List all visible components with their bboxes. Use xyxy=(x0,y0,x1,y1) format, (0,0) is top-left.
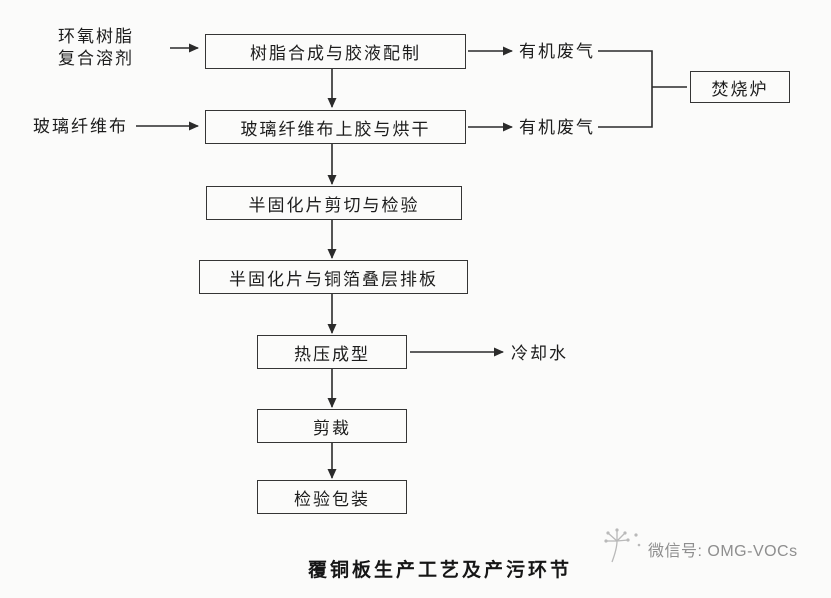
node-resin-synthesis: 树脂合成与胶液配制 xyxy=(205,34,466,69)
input-epoxy-line1: 环氧树脂 xyxy=(58,27,134,46)
input-epoxy-line2: 复合溶剂 xyxy=(58,49,134,68)
connector-wastegas2-to-incinerator xyxy=(598,87,653,128)
emission-organic-waste-gas-1: 有机废气 xyxy=(519,42,595,61)
node-cloth-gluing-drying: 玻璃纤维布上胶与烘干 xyxy=(205,110,466,144)
emission-cooling-water: 冷却水 xyxy=(511,344,568,363)
node-trimming: 剪裁 xyxy=(257,409,407,443)
watermark-text: 微信号: OMG-VOCs xyxy=(648,543,798,560)
node-inspect-packaging: 检验包装 xyxy=(257,480,407,514)
dandelion-logo-icon xyxy=(604,528,641,563)
emission-organic-waste-gas-2: 有机废气 xyxy=(519,118,595,137)
diagram-caption: 覆铜板生产工艺及产污环节 xyxy=(307,560,572,581)
node-prepreg-copper-lamination: 半固化片与铜箔叠层排板 xyxy=(199,260,468,294)
node-prepreg-cut-inspect: 半固化片剪切与检验 xyxy=(206,186,462,220)
connector-wastegas1-to-incinerator xyxy=(598,50,653,87)
node-hot-press: 热压成型 xyxy=(257,335,407,369)
node-incinerator: 焚烧炉 xyxy=(690,71,790,103)
input-epoxy-solvent-label: 环氧树脂 复合溶剂 xyxy=(58,26,134,70)
input-glass-fiber-cloth-label: 玻璃纤维布 xyxy=(33,117,128,136)
